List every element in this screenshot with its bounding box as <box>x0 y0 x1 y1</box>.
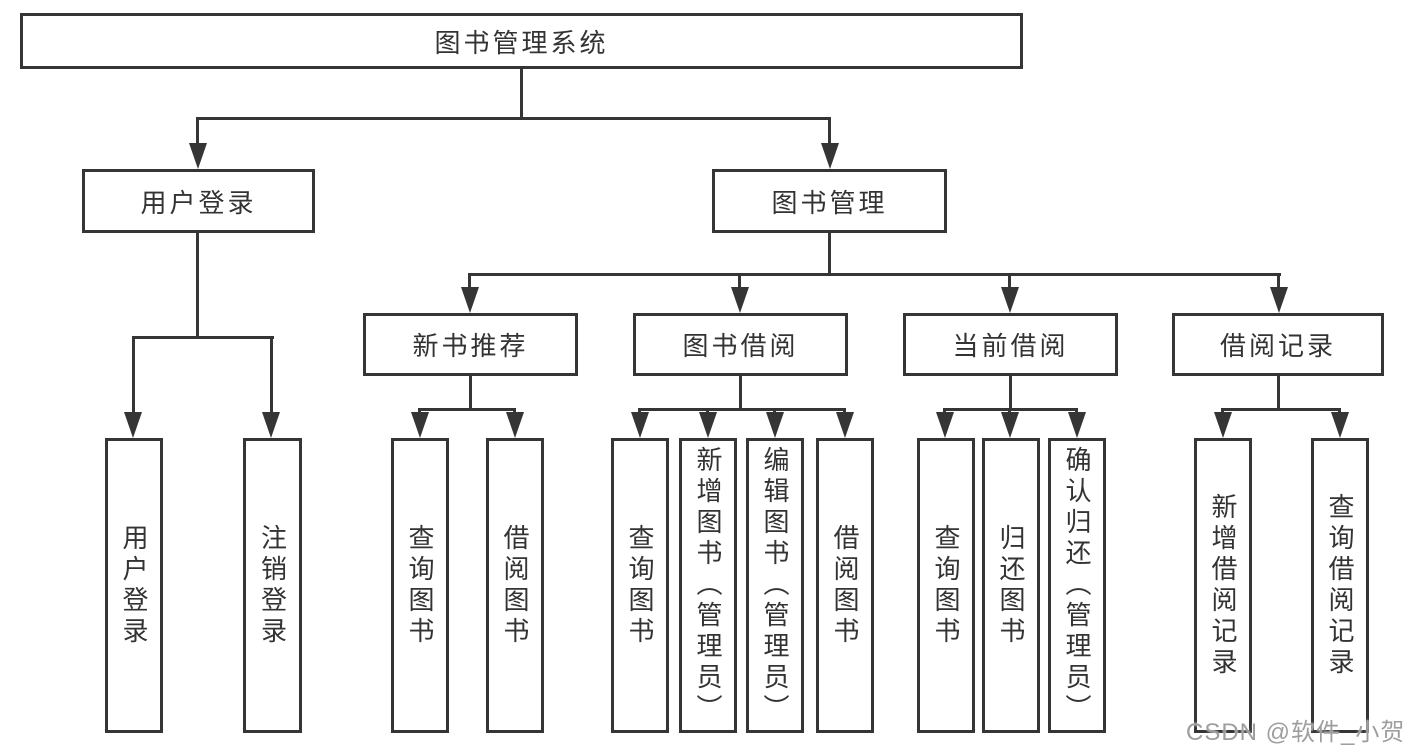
arrow-down-icon <box>766 412 784 438</box>
arrow-down-icon <box>262 412 280 438</box>
connector-line <box>1009 376 1012 410</box>
connector-line <box>828 117 831 145</box>
connector-line <box>469 273 1281 276</box>
node-book-borrow: 图书借阅 <box>633 313 848 376</box>
node-current-query-books: 查询图书 <box>917 438 975 733</box>
node-records-query: 查询借阅记录 <box>1311 438 1369 733</box>
connector-line <box>828 233 831 275</box>
arrow-down-icon <box>1068 412 1086 438</box>
node-root: 图书管理系统 <box>20 13 1023 69</box>
connector-line <box>196 117 199 145</box>
arrow-down-icon <box>699 412 717 438</box>
connector-line <box>132 336 135 414</box>
node-borrow-records: 借阅记录 <box>1172 313 1384 376</box>
node-new-book-recommend: 新书推荐 <box>363 313 578 376</box>
arrow-down-icon <box>124 412 142 438</box>
node-borrow-query-books: 查询图书 <box>611 438 669 733</box>
arrow-down-icon <box>936 412 954 438</box>
node-borrow-add-books-admin: 新增图书（管理员） <box>679 438 737 733</box>
connector-line <box>639 408 846 411</box>
connector-line <box>1222 408 1341 411</box>
arrow-down-icon <box>189 143 207 169</box>
connector-line <box>197 117 831 120</box>
arrow-down-icon <box>1214 412 1232 438</box>
arrow-down-icon <box>821 143 839 169</box>
arrow-down-icon <box>1331 412 1349 438</box>
connector-line <box>1008 273 1011 290</box>
arrow-down-icon <box>1270 287 1288 313</box>
arrow-down-icon <box>731 287 749 313</box>
watermark-text: CSDN @软件_小贺同学 <box>1186 719 1405 746</box>
arrow-down-icon <box>461 287 479 313</box>
node-logout: 注销登录 <box>243 438 302 733</box>
node-records-add: 新增借阅记录 <box>1194 438 1252 733</box>
connector-line <box>944 408 1078 411</box>
connector-line <box>196 233 199 338</box>
connector-line <box>739 376 742 410</box>
node-recommend-query-books: 查询图书 <box>391 438 449 733</box>
connector-line <box>133 336 274 339</box>
node-current-confirm-return-admin: 确认归还（管理员） <box>1048 438 1106 733</box>
arrow-down-icon <box>836 412 854 438</box>
node-user-login-leaf: 用户登录 <box>105 438 163 733</box>
connector-line <box>1277 273 1280 290</box>
node-book-mgmt: 图书管理 <box>712 169 947 233</box>
node-borrow-edit-books-admin: 编辑图书（管理员） <box>746 438 804 733</box>
arrow-down-icon <box>1001 287 1019 313</box>
node-current-return-books: 归还图书 <box>982 438 1040 733</box>
node-borrow-borrow-books: 借阅图书 <box>816 438 874 733</box>
connector-line <box>419 408 516 411</box>
connector-line <box>738 273 741 290</box>
node-recommend-borrow-books: 借阅图书 <box>486 438 544 733</box>
arrow-down-icon <box>506 412 524 438</box>
connector-line <box>469 376 472 410</box>
arrow-down-icon <box>1001 412 1019 438</box>
connector-line <box>468 273 471 290</box>
connector-line <box>1277 376 1280 410</box>
arrow-down-icon <box>631 412 649 438</box>
node-current-borrow: 当前借阅 <box>903 313 1118 376</box>
connector-line <box>270 336 273 414</box>
arrow-down-icon <box>411 412 429 438</box>
connector-line <box>520 69 523 117</box>
node-user-login: 用户登录 <box>82 169 315 233</box>
